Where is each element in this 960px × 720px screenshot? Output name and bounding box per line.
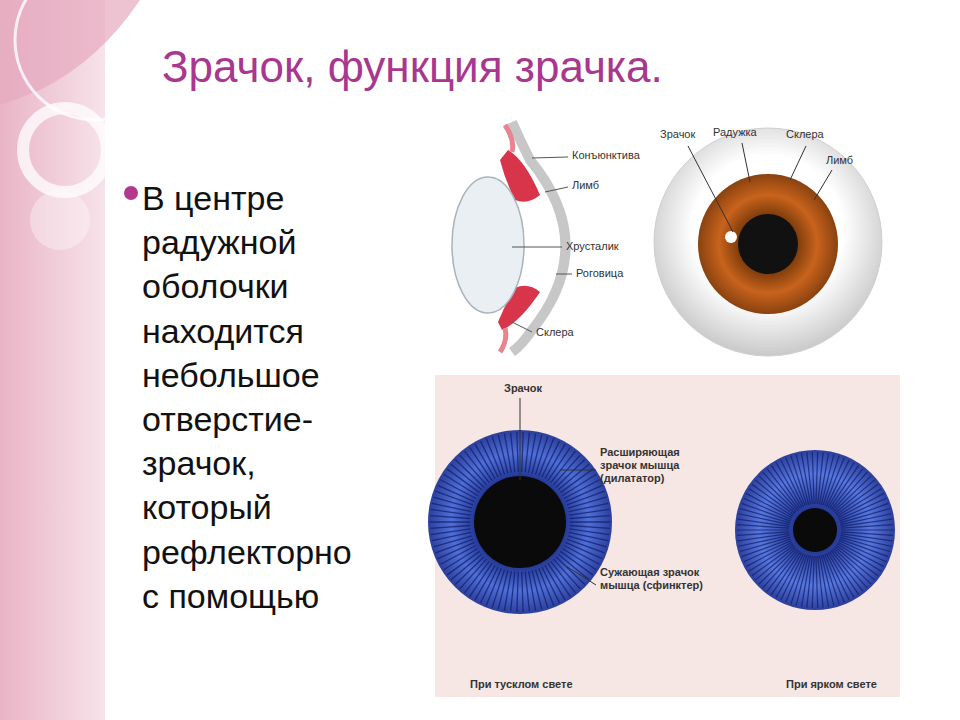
part-name: Зрачок [660,128,695,141]
pupil-wide [474,476,566,568]
condition-caption: При ярком свете [786,678,877,691]
leader-lines [520,398,596,585]
deco-ring [15,0,175,120]
part-name: Радужка [713,126,757,139]
part-name: Склера [536,326,574,339]
part-name: Зрачок [504,382,542,395]
conjunctiva [505,125,513,152]
pupil [738,214,798,274]
deco-dot [30,190,90,250]
part-name: Сужающая зрачок мышца (сфинктер) [600,566,712,592]
bullet-dot [124,186,138,200]
section-panel [430,120,650,355]
part-name: Склера [786,128,824,141]
part-name: Расширяющая зрачок мышца (дилататор) [600,446,712,486]
lens [452,177,524,313]
conjunctiva [500,328,506,352]
bullet-text: В центре радужной оболочки находится неб… [142,176,374,618]
leader-lines [512,157,572,332]
leader-lines [688,143,832,232]
part-name: Лимб [572,179,599,192]
part-name: Хрусталик [566,240,619,253]
slide-title: Зрачок, функция зрачка. [162,42,663,93]
iris-bright [735,450,895,610]
part-name: Роговица [576,267,623,280]
iris-fibres [737,452,893,608]
eyeball [654,128,882,356]
part-name: Лимб [826,154,853,167]
iris-panel [435,375,900,697]
highlight [725,231,737,243]
part-name: Конъюнктива [572,149,640,162]
corner-shape [0,0,140,105]
deco-ring [23,108,107,192]
pupil-narrow [793,508,837,552]
condition-caption: При тусклом свете [470,678,573,691]
